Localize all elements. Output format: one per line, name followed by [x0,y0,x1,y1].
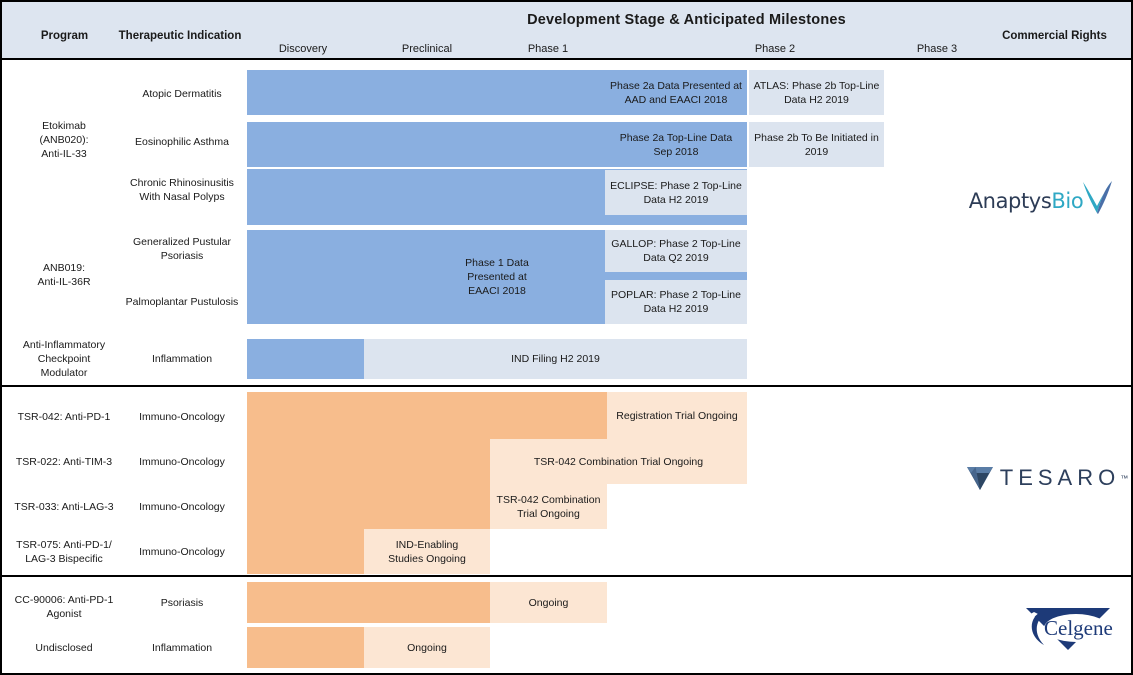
phase-label-phase-1: Phase 1 [527,43,569,55]
program-line: (ANB020): [39,134,89,146]
bar-chronic-rhinosinusitis-eclipse: ECLIPSE: Phase 2 Top-Line Data H2 2019 [605,170,747,215]
column-header-indication: Therapeutic Indication [118,30,242,42]
bar-tsr-022-base [247,439,490,484]
indication-eosinophilic-asthma: Eosinophilic Asthma [135,136,229,148]
tesaro-diamond-icon [966,467,993,490]
program-line: Modulator [40,367,88,379]
bar-undisclosed-base [247,627,364,668]
anaptysbio-wordmark-part2: Bio [1051,189,1084,213]
program-label-anb019: ANB019: Anti-IL-36R [8,261,120,289]
program-label-tsr-042: TSR-042: Anti-PD-1 [17,411,111,423]
bar-atopic-dermatitis-phase2a: Phase 2a Data Presented at AAD and EAACI… [605,70,747,115]
logo-celgene: Celgene [1012,602,1124,654]
bar-checkpoint-discovery [247,339,364,379]
program-line: Anti-Inflammatory [22,339,106,351]
indication-inflammation: Inflammation [151,353,213,365]
anaptysbio-wordmark-part1: Anaptys [968,189,1052,213]
program-label-etokimab: Etokimab (ANB020): Anti-IL-33 [8,119,120,161]
phase-label-phase-2: Phase 2 [754,43,796,55]
bar-eosinophilic-asthma-phase2b: Phase 2b To Be Initiated in 2019 [749,122,884,167]
phase-label-phase-3: Phase 3 [916,43,958,55]
celgene-wordmark: Celgene [1044,616,1113,640]
program-line: TSR-075: Anti-PD-1/ [16,539,112,551]
program-label-undisclosed: Undisclosed [35,642,93,654]
program-label-checkpoint-modulator: Anti-Inflammatory Checkpoint Modulator [8,338,120,380]
bar-tsr-022-combination: TSR-042 Combination Trial Ongoing [490,439,747,484]
bar-atopic-dermatitis-atlas: ATLAS: Phase 2b Top-Line Data H2 2019 [749,70,884,115]
program-label-tsr-022: TSR-022: Anti-TIM-3 [15,456,113,468]
program-line: Checkpoint [37,353,91,365]
program-line: Etokimab [42,120,86,132]
program-line: ANB019: [42,262,86,274]
indication-tsr-022: Immuno-Oncology [139,456,225,468]
band-divider-2 [2,575,1131,577]
program-line: Anti-IL-33 [41,148,87,160]
bar-tsr-075-base [247,529,364,574]
column-header-commercial-rights: Commercial Rights [1002,30,1107,42]
indication-atopic-dermatitis: Atopic Dermatitis [142,88,222,100]
bar-ppp-poplar: POPLAR: Phase 2 Top-Line Data H2 2019 [605,280,747,324]
program-label-tsr-075: TSR-075: Anti-PD-1/ LAG-3 Bispecific [8,538,120,566]
bar-cc-90006-base [247,582,490,623]
indication-tsr-075: Immuno-Oncology [139,546,225,558]
phase-label-discovery: Discovery [278,43,328,55]
indication-psoriasis: Psoriasis [160,597,204,609]
tesaro-wordmark: TESARO [999,465,1121,490]
program-label-tsr-033: TSR-033: Anti-LAG-3 [14,501,114,513]
indication-undisclosed: Inflammation [151,642,213,654]
indication-palmoplantar-pustulosis: Palmoplantar Pustulosis [125,296,239,308]
chart-header: Development Stage & Anticipated Mileston… [2,2,1131,60]
bar-cc-90006-ongoing: Ongoing [490,582,607,623]
phase-label-preclinical: Preclinical [401,43,453,55]
bar-gpp-gallop: GALLOP: Phase 2 Top-Line Data Q2 2019 [605,230,747,272]
celgene-swoosh-icon [1023,608,1110,650]
program-line: Anti-IL-36R [37,276,91,288]
bar-tsr-033-base [247,484,490,529]
page-title: Development Stage & Anticipated Mileston… [527,12,846,28]
bar-eosinophilic-asthma-phase2a: Phase 2a Top-Line Data Sep 2018 [605,122,747,167]
program-line: LAG-3 Bispecific [25,553,103,565]
indication-tsr-033: Immuno-Oncology [139,501,225,513]
logo-anaptysbio: AnaptysBio [957,177,1127,225]
bar-checkpoint-ind-filing: IND Filing H2 2019 [364,339,747,379]
column-header-program: Program [40,30,89,42]
anaptysbio-checkmark-icon [1083,181,1113,214]
bar-tsr-042-registration: Registration Trial Ongoing [607,392,747,439]
bar-undisclosed-ongoing: Ongoing [364,627,490,668]
tesaro-trademark: ™ [1120,473,1129,483]
program-line: Agonist [46,608,82,620]
bar-tsr-042-base [247,392,607,439]
program-line: CC-90006: Anti-PD-1 [14,594,114,606]
band-divider-1 [2,385,1131,387]
indication-tsr-042: Immuno-Oncology [139,411,225,423]
program-label-cc-90006: CC-90006: Anti-PD-1 Agonist [8,593,120,621]
